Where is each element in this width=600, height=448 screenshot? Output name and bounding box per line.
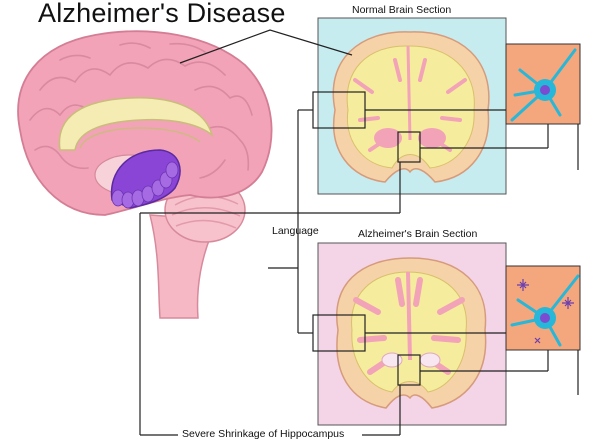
alzheimer-brain-section [317, 242, 507, 426]
callout-lines [139, 29, 579, 436]
language-label: Language [272, 225, 319, 237]
corpus-callosum [58, 97, 214, 151]
neuron-with-plaques-icon [505, 265, 581, 351]
hippocampus-label: Severe Shrinkage of Hippocampus [182, 428, 345, 440]
neuron-icon [505, 43, 581, 125]
normal-brain-section [317, 17, 507, 195]
page-title: Alzheimer's Disease [38, 0, 286, 28]
normal-section-label: Normal Brain Section [352, 4, 452, 16]
alzheimer-section-label: Alzheimer's Brain Section [358, 228, 478, 240]
cerebrum [17, 30, 273, 216]
sagittal-brain-illustration [17, 30, 273, 319]
